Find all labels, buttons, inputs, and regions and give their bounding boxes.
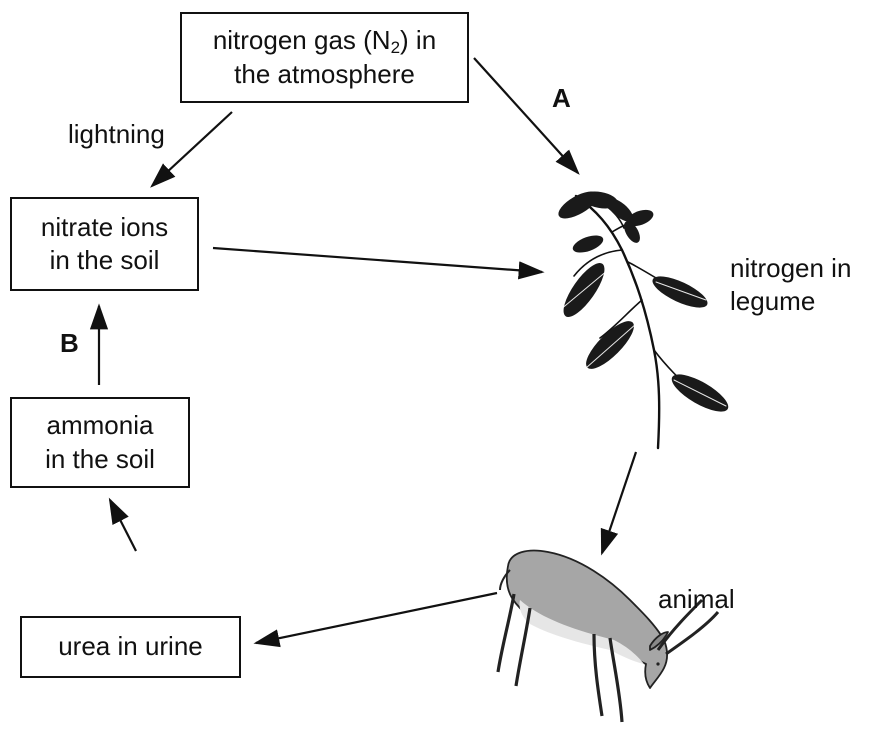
box-atmosphere: nitrogen gas (N2) in the atmosphere xyxy=(180,12,469,103)
legume-plant-icon xyxy=(554,186,733,448)
box-urea: urea in urine xyxy=(20,616,241,678)
label-lightning: lightning xyxy=(68,118,165,151)
grazing-antelope-icon xyxy=(498,551,718,722)
label-legume-line-1: nitrogen in xyxy=(730,252,851,285)
atmosphere-subscript: 2 xyxy=(391,38,400,57)
label-legume-line-2: legume xyxy=(730,285,815,318)
arrow-a-atmosphere-to-legume xyxy=(474,58,578,173)
arrow-urea-to-ammonia xyxy=(110,500,136,551)
arrow-animal-to-urea xyxy=(256,593,497,643)
atmosphere-text-pre: nitrogen gas (N xyxy=(213,25,391,55)
box-nitrate: nitrate ions in the soil xyxy=(10,197,199,291)
nitrate-line-2: in the soil xyxy=(50,244,160,277)
nitrate-line-1: nitrate ions xyxy=(41,211,168,244)
label-b: B xyxy=(60,327,79,360)
atmosphere-text-post: ) in xyxy=(400,25,436,55)
arrow-legume-to-animal xyxy=(602,452,636,553)
urea-line-1: urea in urine xyxy=(58,630,203,663)
ammonia-line-1: ammonia xyxy=(47,409,154,442)
box-ammonia: ammonia in the soil xyxy=(10,397,190,488)
label-animal: animal xyxy=(658,583,735,616)
atmosphere-line-1: nitrogen gas (N2) in xyxy=(213,24,436,57)
label-a: A xyxy=(552,82,571,115)
arrow-nitrate-to-legume xyxy=(213,248,542,272)
ammonia-line-2: in the soil xyxy=(45,443,155,476)
atmosphere-line-2: the atmosphere xyxy=(234,58,415,91)
